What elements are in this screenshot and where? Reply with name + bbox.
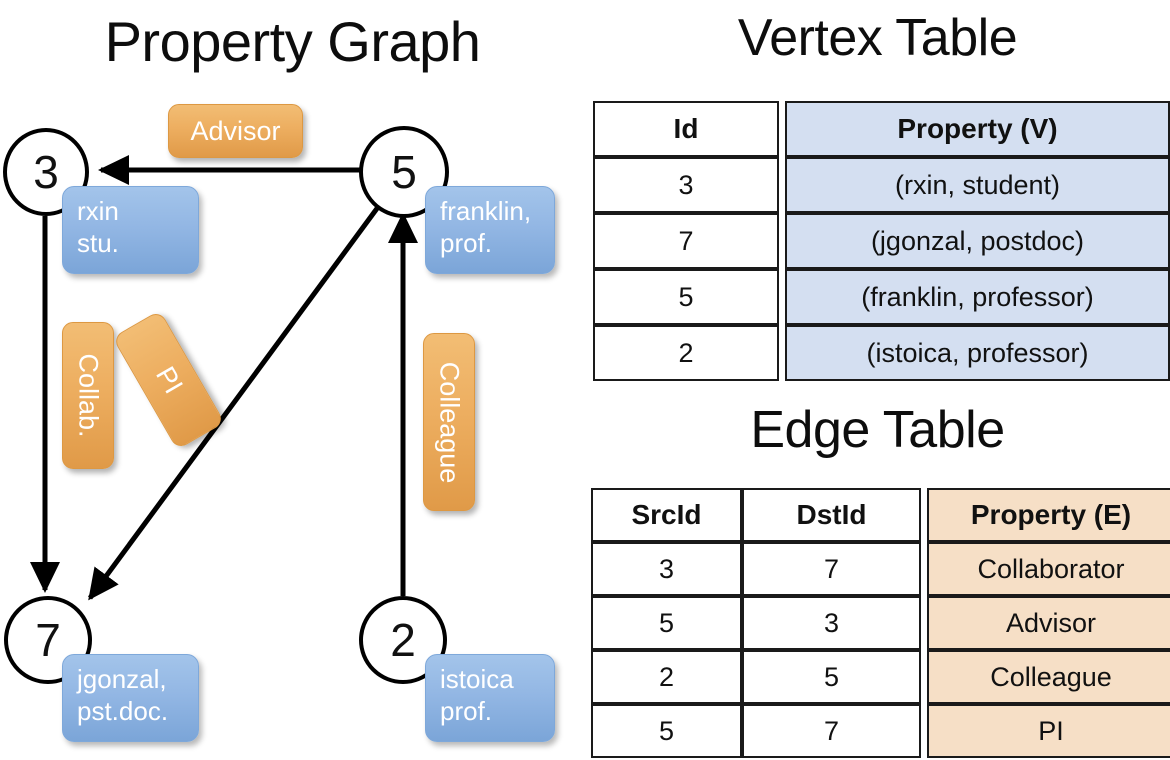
page-title-property-graph: Property Graph	[104, 10, 481, 73]
node-property-5-line2: prof.	[440, 227, 493, 258]
edge-table: SrcId DstId Property (E) 3 7 Collaborato…	[591, 488, 1170, 758]
vertex-table-row[interactable]: 2 (istoica, professor)	[593, 325, 1170, 381]
vertex-row-1-id: 7	[593, 213, 779, 269]
graph-node-5-label: 5	[391, 146, 417, 198]
edge-row-2-srcid: 2	[591, 650, 742, 704]
node-property-box-7[interactable]: jgonzal, pst.doc.	[62, 654, 199, 742]
edge-table-row[interactable]: 2 5 Colleague	[591, 650, 1170, 704]
vertex-row-1-property: (jgonzal, postdoc)	[785, 213, 1170, 269]
vertex-row-2-property: (franklin, professor)	[785, 269, 1170, 325]
page-title-edge-table: Edge Table	[750, 401, 1005, 459]
node-property-box-2[interactable]: istoica prof.	[425, 654, 555, 742]
edge-row-0-dstid: 7	[742, 542, 921, 596]
node-property-box-5[interactable]: franklin, prof.	[425, 186, 555, 274]
vertex-table-row[interactable]: 3 (rxin, student)	[593, 157, 1170, 213]
edge-row-0-property: Collaborator	[927, 542, 1170, 596]
edge-row-1-srcid: 5	[591, 596, 742, 650]
edge-table-row[interactable]: 3 7 Collaborator	[591, 542, 1170, 596]
edge-table-header-property: Property (E)	[927, 488, 1170, 542]
edge-label-advisor[interactable]: Advisor	[168, 104, 303, 158]
node-property-box-3[interactable]: rxin stu.	[62, 186, 199, 274]
vertex-table-row[interactable]: 5 (franklin, professor)	[593, 269, 1170, 325]
edge-row-0-srcid: 3	[591, 542, 742, 596]
node-property-2-line1: istoica	[440, 664, 514, 694]
vertex-table-header-id: Id	[593, 101, 779, 157]
vertex-row-3-property: (istoica, professor)	[785, 325, 1170, 381]
edge-table-row[interactable]: 5 3 Advisor	[591, 596, 1170, 650]
edge-row-1-property: Advisor	[927, 596, 1170, 650]
vertex-row-3-id: 2	[593, 325, 779, 381]
graph-node-2-label: 2	[390, 614, 416, 666]
edge-row-3-srcid: 5	[591, 704, 742, 758]
edge-table-header-row: SrcId DstId Property (E)	[591, 488, 1170, 542]
edge-label-colleague[interactable]: Colleague	[423, 333, 475, 511]
node-property-5-line1: franklin,	[440, 196, 532, 226]
vertex-table-row[interactable]: 7 (jgonzal, postdoc)	[593, 213, 1170, 269]
edge-label-colleague-text: Colleague	[434, 361, 465, 483]
graph-node-2[interactable]: 2	[359, 596, 447, 684]
vertex-row-2-id: 5	[593, 269, 779, 325]
edge-arrow-5-to-7	[87, 201, 384, 601]
edge-label-advisor-text: Advisor	[190, 115, 281, 146]
edge-table-row[interactable]: 5 7 PI	[591, 704, 1170, 758]
graph-edge-arrows	[30, 155, 418, 601]
edge-label-collab[interactable]: Collab.	[62, 322, 114, 469]
edge-row-3-dstid: 7	[742, 704, 921, 758]
edge-row-2-dstid: 5	[742, 650, 921, 704]
node-property-7-line1: jgonzal,	[77, 664, 167, 694]
edge-row-1-dstid: 3	[742, 596, 921, 650]
node-property-3-line1: rxin	[77, 196, 119, 226]
vertex-row-0-id: 3	[593, 157, 779, 213]
node-property-3-line2: stu.	[77, 227, 119, 258]
edge-label-collab-text: Collab.	[73, 353, 104, 438]
vertex-table-header-property: Property (V)	[785, 101, 1170, 157]
graph-node-7-label: 7	[35, 614, 61, 666]
node-property-7-line2: pst.doc.	[77, 695, 169, 726]
edge-table-header-srcid: SrcId	[591, 488, 742, 542]
property-graph-diagram: 3 5 7 2 rxin stu. franklin, prof. jgonza…	[3, 104, 555, 742]
graph-node-5[interactable]: 5	[359, 126, 449, 218]
vertex-table-header-row: Id Property (V)	[593, 101, 1170, 157]
vertex-table: Id Property (V) 3 (rxin, student) 7 (jgo…	[593, 101, 1170, 381]
edge-row-3-property: PI	[927, 704, 1170, 758]
edge-table-header-dstid: DstId	[742, 488, 921, 542]
edge-label-pi-text: PI	[149, 361, 189, 399]
node-property-2-line2: prof.	[440, 695, 493, 726]
edge-row-2-property: Colleague	[927, 650, 1170, 704]
page-title-vertex-table: Vertex Table	[737, 9, 1018, 67]
graph-node-3-label: 3	[33, 146, 59, 198]
vertex-row-0-property: (rxin, student)	[785, 157, 1170, 213]
